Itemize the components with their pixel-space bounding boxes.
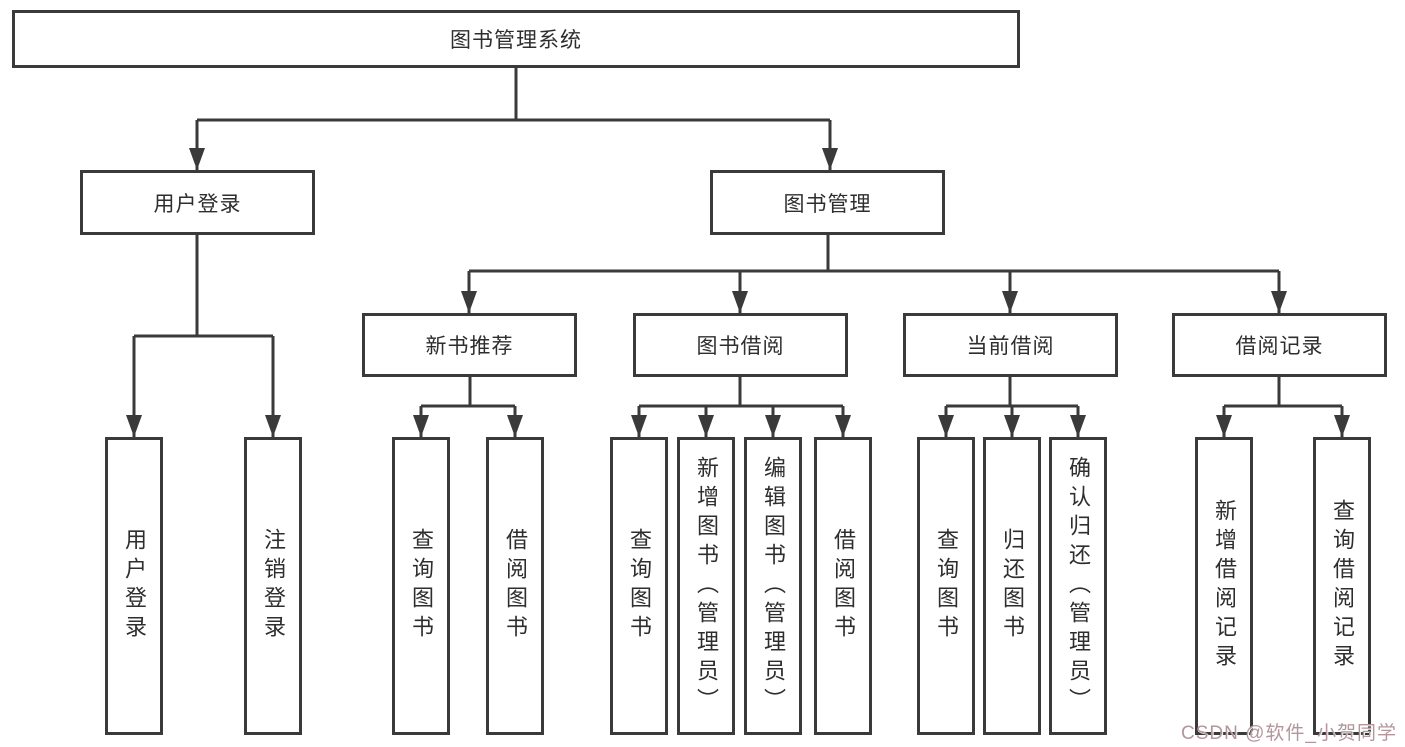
node-bb-borrow-books-label: 借阅图书 [831, 528, 856, 644]
node-new-book-recommend-label: 新书推荐 [425, 335, 514, 358]
node-bb-query-books: 查询图书 [610, 437, 668, 735]
node-br-add-record-label: 新增借阅记录 [1212, 499, 1237, 673]
node-user-login: 用户登录 [80, 170, 315, 235]
node-root-label: 图书管理系统 [450, 29, 582, 52]
node-current-borrow: 当前借阅 [903, 313, 1118, 377]
node-br-query-record: 查询借阅记录 [1313, 437, 1371, 735]
node-bb-edit-books-admin-label: 编辑图书（管理员） [761, 455, 786, 717]
node-book-borrow-label: 图书借阅 [696, 335, 785, 358]
node-nbr-borrow-books-label: 借阅图书 [503, 528, 528, 644]
node-leaf-user-login: 用户登录 [105, 437, 163, 735]
node-cb-confirm-return-admin: 确认归还（管理员） [1049, 437, 1107, 735]
node-leaf-logout: 注销登录 [244, 437, 302, 735]
node-cb-confirm-return-admin-label: 确认归还（管理员） [1066, 455, 1091, 717]
node-root: 图书管理系统 [12, 10, 1020, 68]
node-book-management: 图书管理 [710, 170, 945, 235]
node-br-query-record-label: 查询借阅记录 [1330, 499, 1355, 673]
node-borrow-records-label: 借阅记录 [1235, 335, 1324, 358]
node-nbr-query-books: 查询图书 [392, 437, 450, 735]
node-nbr-borrow-books: 借阅图书 [486, 437, 544, 735]
watermark: CSDN @软件_小贺同学 [1181, 723, 1397, 744]
node-leaf-logout-label: 注销登录 [261, 528, 286, 644]
node-br-add-record: 新增借阅记录 [1195, 437, 1253, 735]
node-cb-query-books-label: 查询图书 [934, 528, 959, 644]
node-cb-return-books: 归还图书 [983, 437, 1041, 735]
node-bb-borrow-books: 借阅图书 [814, 437, 872, 735]
node-cb-query-books: 查询图书 [917, 437, 975, 735]
node-book-borrow: 图书借阅 [633, 313, 848, 377]
node-bb-edit-books-admin: 编辑图书（管理员） [744, 437, 802, 735]
node-current-borrow-label: 当前借阅 [966, 335, 1055, 358]
node-bb-add-books-admin-label: 新增图书（管理员） [694, 455, 719, 717]
node-bb-query-books-label: 查询图书 [627, 528, 652, 644]
node-new-book-recommend: 新书推荐 [362, 313, 577, 377]
node-book-management-label: 图书管理 [783, 192, 872, 216]
node-nbr-query-books-label: 查询图书 [409, 528, 434, 644]
node-leaf-user-login-label: 用户登录 [122, 528, 147, 644]
node-user-login-label: 用户登录 [153, 192, 242, 216]
node-bb-add-books-admin: 新增图书（管理员） [677, 437, 735, 735]
node-borrow-records: 借阅记录 [1172, 313, 1387, 377]
node-cb-return-books-label: 归还图书 [1000, 528, 1025, 644]
